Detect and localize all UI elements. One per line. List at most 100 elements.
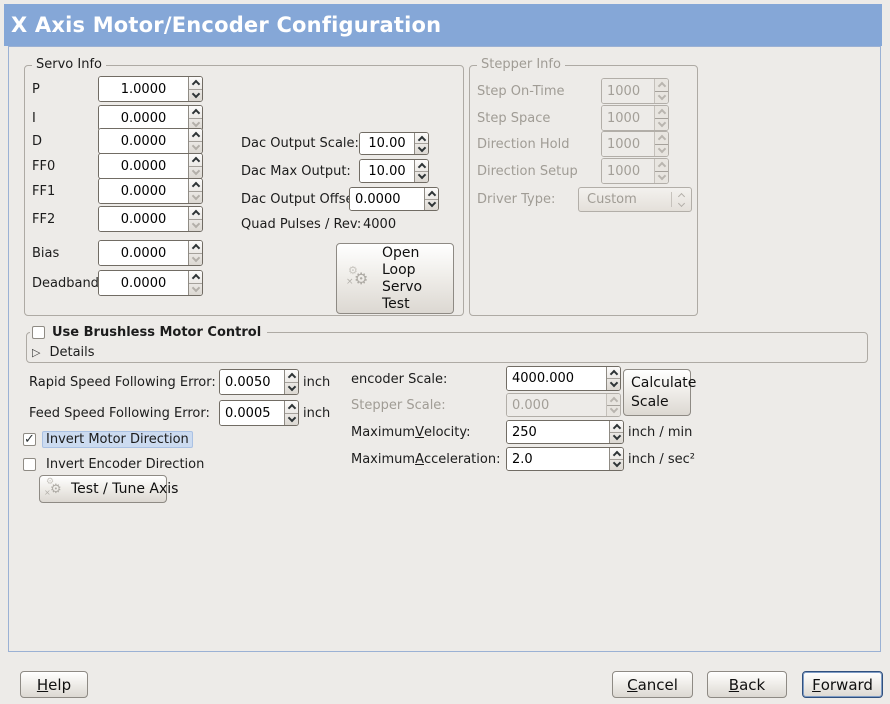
spin-down-button[interactable] <box>189 140 202 154</box>
ff1-input[interactable]: 0.0000 <box>99 179 188 203</box>
spin-up-button[interactable] <box>425 188 438 199</box>
max-velocity-input[interactable]: 250 <box>507 421 609 443</box>
deadband-input[interactable]: 0.0000 <box>99 271 188 295</box>
dac-max-output-input[interactable]: 10.00 <box>360 160 414 182</box>
spin-down-button[interactable] <box>189 117 202 131</box>
ff0-spin-buttons[interactable] <box>188 154 202 178</box>
use-brushless-checkbox[interactable] <box>32 326 45 339</box>
rapid-following-error-spinbox[interactable]: 0.0050 <box>219 369 299 395</box>
stepper-scale-label: Stepper Scale: <box>351 397 446 413</box>
dac-output-offset-input[interactable]: 0.0000 <box>350 188 424 210</box>
invert-motor-label-wrap[interactable]: Invert Motor Direction <box>42 430 193 448</box>
bias-input[interactable]: 0.0000 <box>99 241 188 265</box>
bias-spinbox[interactable]: 0.0000 <box>98 240 203 266</box>
spin-up-button[interactable] <box>415 133 428 144</box>
spin-down-button[interactable] <box>189 252 202 266</box>
p-spinbox[interactable]: 1.0000 <box>98 76 203 102</box>
dac-max-output-spinbox[interactable]: 10.00 <box>359 159 429 183</box>
spin-down-button[interactable] <box>607 378 620 390</box>
ff0-input[interactable]: 0.0000 <box>99 154 188 178</box>
step-on-time-spinbox: 1000 <box>601 78 669 104</box>
ff2-spinbox[interactable]: 0.0000 <box>98 206 203 232</box>
feed-following-error-spinbox[interactable]: 0.0005 <box>219 400 299 426</box>
spin-up-button[interactable] <box>189 154 202 166</box>
i-spinbox[interactable]: 0.0000 <box>98 105 203 131</box>
chevron-up-icon <box>191 182 200 191</box>
dac-output-offset-spinbox[interactable]: 0.0000 <box>349 187 439 211</box>
dac-output-scale-input[interactable]: 10.00 <box>360 133 414 154</box>
encoder-scale-spinbox[interactable]: 4000.000 <box>506 366 621 391</box>
i-spin-buttons[interactable] <box>188 106 202 130</box>
spin-down-button[interactable] <box>610 458 623 471</box>
details-expander[interactable]: ▷ Details <box>32 344 95 360</box>
ff1-spinbox[interactable]: 0.0000 <box>98 178 203 204</box>
spin-up-button[interactable] <box>189 241 202 253</box>
spin-down-button[interactable] <box>189 218 202 232</box>
ff2-spin-buttons[interactable] <box>188 207 202 231</box>
d-spinbox[interactable]: 0.0000 <box>98 128 203 154</box>
spin-up-button[interactable] <box>285 370 298 382</box>
spin-down-button[interactable] <box>189 165 202 179</box>
encoder-scale-spin-buttons[interactable] <box>606 367 620 390</box>
i-input[interactable]: 0.0000 <box>99 106 188 130</box>
expander-triangle-icon[interactable]: ▷ <box>32 345 41 359</box>
calculate-scale-button[interactable]: Calculate Scale <box>623 369 696 416</box>
invert-motor-checkbox[interactable]: ✓ <box>23 433 36 446</box>
spin-up-button[interactable] <box>189 179 202 191</box>
spin-down-button[interactable] <box>610 431 623 444</box>
spin-down-button[interactable] <box>425 198 438 211</box>
spin-up-button[interactable] <box>189 271 202 283</box>
d-spin-buttons[interactable] <box>188 129 202 153</box>
dac-max-output-spin-buttons[interactable] <box>414 160 428 182</box>
spin-down-button[interactable] <box>189 282 202 296</box>
spin-down-button[interactable] <box>189 190 202 204</box>
deadband-spin-buttons[interactable] <box>188 271 202 295</box>
spin-down-button[interactable] <box>189 88 202 102</box>
spin-up-button[interactable] <box>285 401 298 413</box>
spin-down-button[interactable] <box>415 170 428 183</box>
dac-output-scale-spinbox[interactable]: 10.00 <box>359 132 429 155</box>
invert-encoder-checkbox[interactable] <box>23 458 36 471</box>
dac-output-scale-spin-buttons[interactable] <box>414 133 428 154</box>
spin-up-button[interactable] <box>607 367 620 379</box>
spin-down-button[interactable] <box>285 381 298 395</box>
chevron-up-icon <box>677 192 686 200</box>
ff1-spin-buttons[interactable] <box>188 179 202 203</box>
spin-down-button[interactable] <box>415 143 428 154</box>
spin-up-button[interactable] <box>189 106 202 118</box>
spin-up-button[interactable] <box>189 77 202 89</box>
spin-up-button[interactable] <box>610 421 623 432</box>
dac-output-offset-spin-buttons[interactable] <box>424 188 438 210</box>
feed-following-spin-buttons[interactable] <box>284 401 298 425</box>
spin-down-button[interactable] <box>285 412 298 426</box>
d-input[interactable]: 0.0000 <box>99 129 188 153</box>
rapid-following-error-input[interactable]: 0.0050 <box>220 370 284 394</box>
encoder-scale-input[interactable]: 4000.000 <box>507 367 606 390</box>
invert-encoder-label[interactable]: Invert Encoder Direction <box>46 456 205 472</box>
spin-up-button[interactable] <box>610 448 623 459</box>
chevron-down-icon <box>191 191 200 200</box>
open-loop-servo-test-button[interactable]: ⚙ ⚙ × Open Loop Servo Test <box>336 243 454 314</box>
ff0-spinbox[interactable]: 0.0000 <box>98 153 203 179</box>
spin-up-button[interactable] <box>189 129 202 141</box>
max-acceleration-input[interactable]: 2.0 <box>507 448 609 470</box>
max-acceleration-spin-buttons[interactable] <box>609 448 623 470</box>
max-acceleration-spinbox[interactable]: 2.0 <box>506 447 624 471</box>
spin-up-button[interactable] <box>415 160 428 171</box>
p-spin-buttons[interactable] <box>188 77 202 101</box>
bias-spin-buttons[interactable] <box>188 241 202 265</box>
max-velocity-spinbox[interactable]: 250 <box>506 420 624 444</box>
feed-following-error-input[interactable]: 0.0005 <box>220 401 284 425</box>
spin-up-button[interactable] <box>189 207 202 219</box>
p-input[interactable]: 1.0000 <box>99 77 188 101</box>
max-velocity-spin-buttons[interactable] <box>609 421 623 443</box>
invert-motor-label[interactable]: Invert Motor Direction <box>42 430 193 448</box>
deadband-spinbox[interactable]: 0.0000 <box>98 270 203 296</box>
ff2-input[interactable]: 0.0000 <box>99 207 188 231</box>
test-tune-axis-button[interactable]: ⚙ ⚙ × Test / Tune Axis <box>39 475 178 503</box>
rapid-following-spin-buttons[interactable] <box>284 370 298 394</box>
